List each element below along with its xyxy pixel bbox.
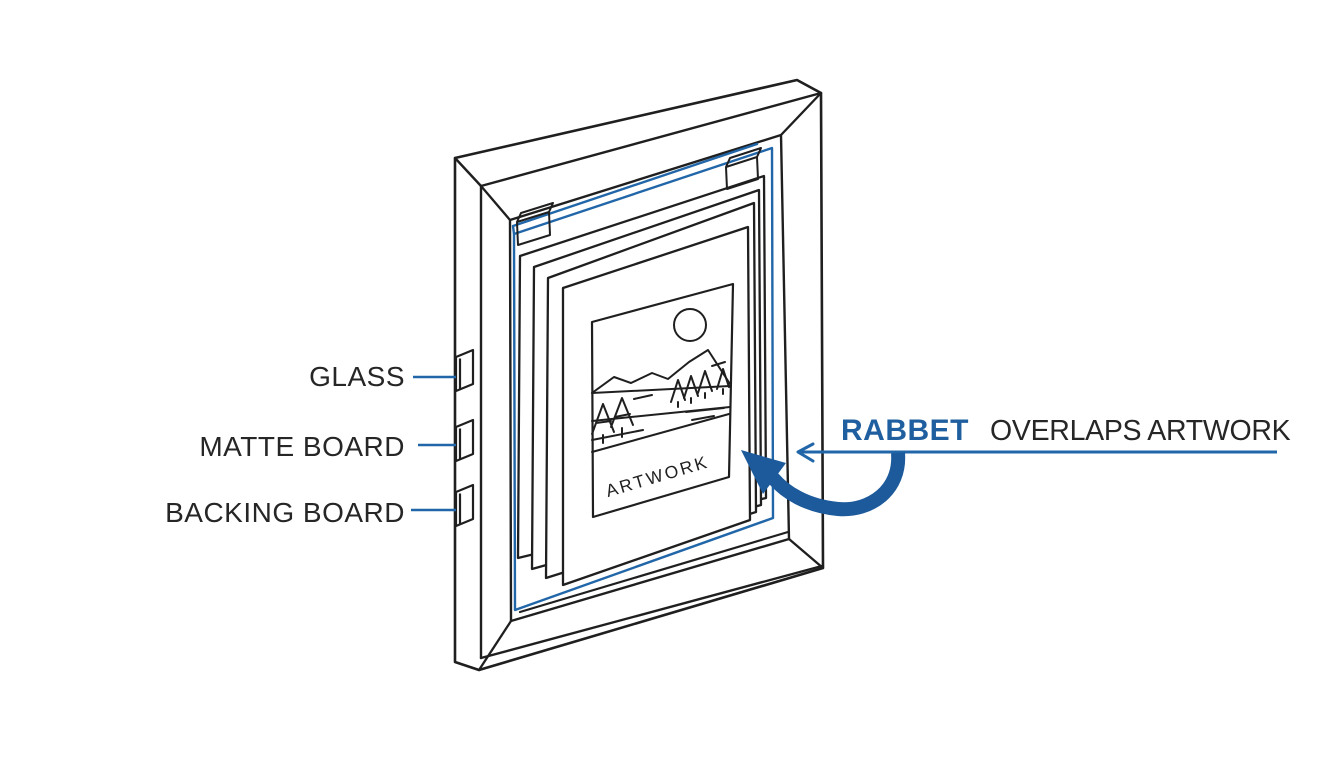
frame-front-bottom-edge (479, 564, 824, 660)
chevron-left-arrowhead-icon (796, 442, 815, 463)
rabbet-term: RABBET (841, 414, 969, 447)
pine-trees-small (670, 368, 730, 408)
frame-top-left-corner-edge (453, 156, 483, 188)
ground-line (591, 429, 644, 441)
frame-front-top-edge (479, 91, 823, 188)
frame-edge-tabs (454, 348, 475, 528)
mountain-base-line (591, 385, 731, 394)
backing-board-edge-tab (454, 483, 475, 528)
glass-edge-tab (454, 348, 475, 393)
landscape-illustration (591, 308, 731, 453)
mountain-ridge (591, 349, 731, 394)
matte-board-edge-tab (454, 418, 475, 463)
frame-miter-top-left (479, 184, 512, 222)
water-dash-1 (685, 407, 725, 413)
glass-top-back-edge (511, 142, 759, 236)
frame-miter-bottom-left (477, 619, 513, 672)
layer-callouts: GLASS MATTE BOARD BACKING BOARD (165, 361, 456, 528)
retaining-clip-left (516, 202, 554, 246)
sky-dash (711, 361, 726, 367)
label-backing-board: BACKING BOARD (165, 497, 405, 528)
water-dash-2 (691, 415, 715, 421)
rabbet-note: OVERLAPS ARTWORK (990, 415, 1291, 447)
rabbet-callout: RABBET OVERLAPS ARTWORK (741, 414, 1291, 517)
frame-miter-bottom-right (787, 537, 825, 570)
label-glass: GLASS (309, 361, 405, 392)
layer-stack: ARTWORK (511, 142, 775, 612)
sun-icon (673, 308, 707, 342)
frame-miter-top-right (779, 91, 823, 137)
rabbet-lip-line (518, 530, 790, 614)
retaining-clip-right (725, 147, 762, 190)
pine-trees-large (591, 397, 634, 444)
curved-arrow-body (767, 452, 906, 517)
curved-arrow-head-icon (741, 450, 786, 494)
label-matte-board: MATTE BOARD (199, 431, 405, 462)
caption-divider (591, 413, 730, 453)
artwork-panel: ARTWORK (561, 225, 752, 587)
field-dash (633, 394, 653, 400)
